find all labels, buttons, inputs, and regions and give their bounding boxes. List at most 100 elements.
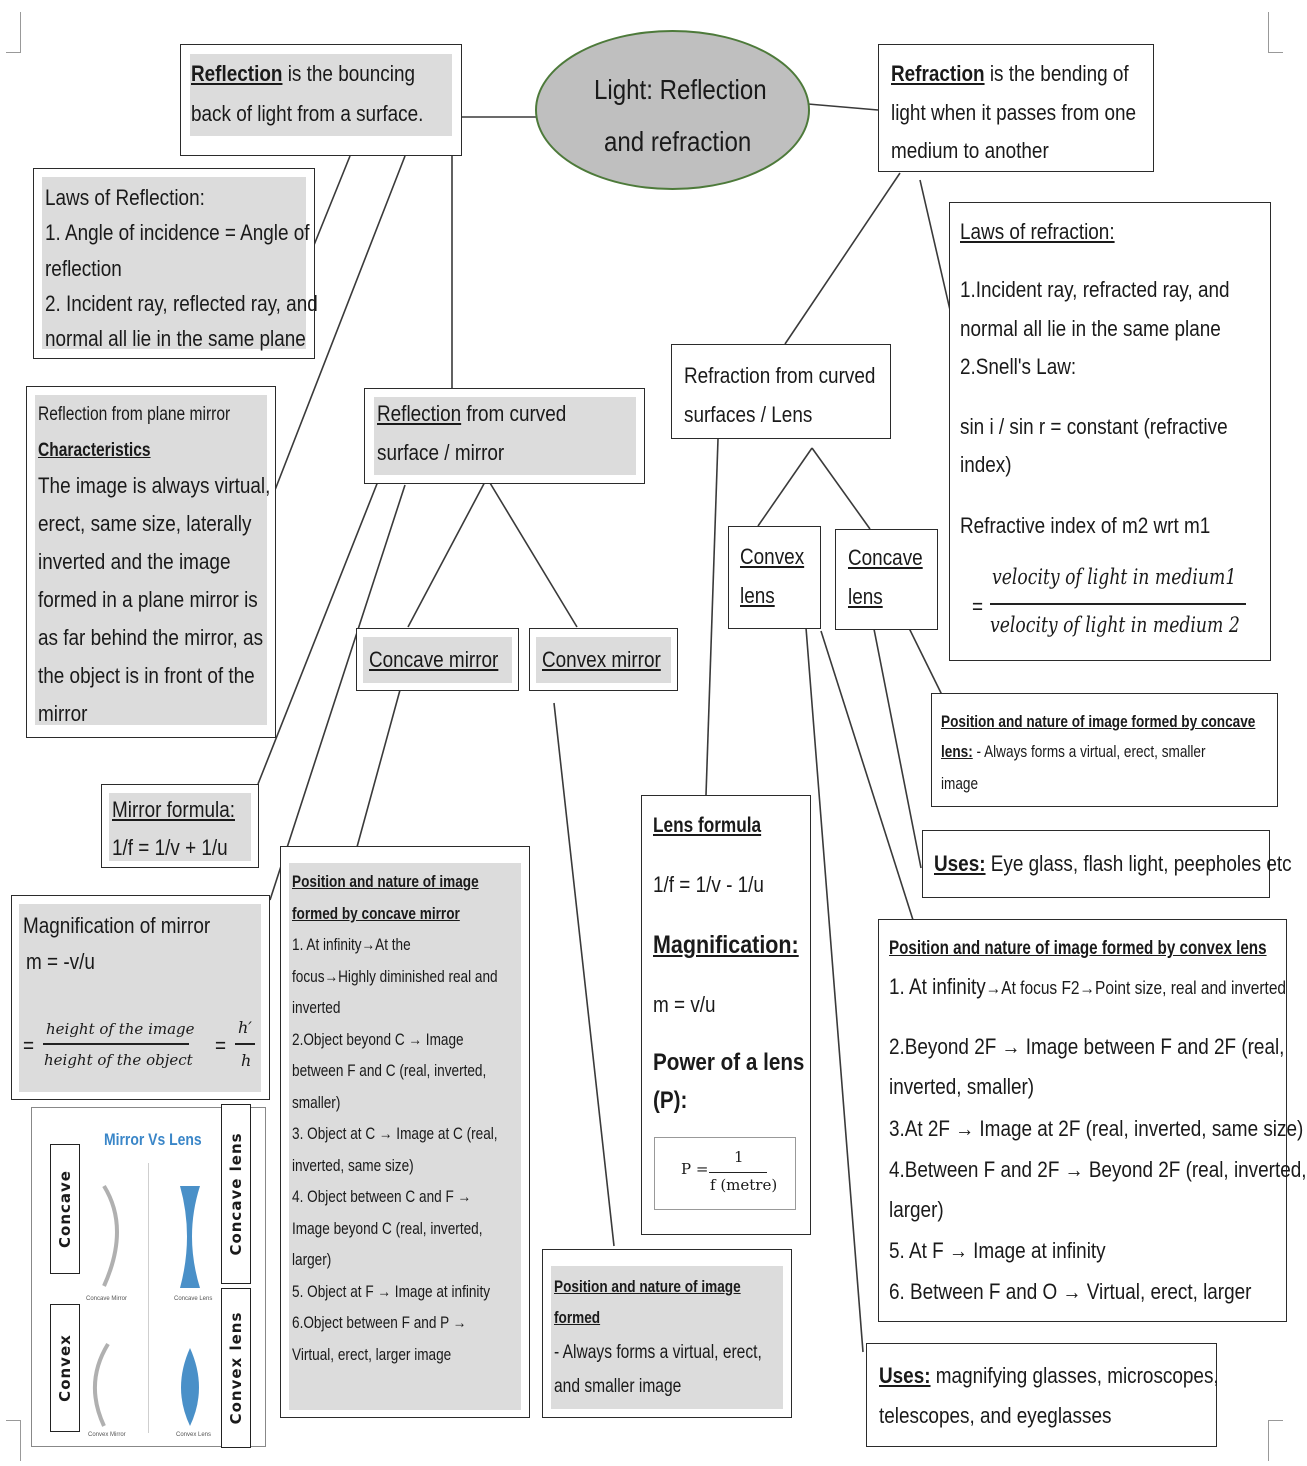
reflection-term: Reflection <box>191 61 283 86</box>
page-corner <box>6 1420 21 1461</box>
concave-mirror-image-line: larger) <box>292 1250 332 1269</box>
refraction-line2: light when it passes from one <box>891 100 1137 125</box>
lens-formula: Lens formula 1/f = 1/v - 1/u Magnificati… <box>641 795 811 1235</box>
concave-lens-node: Concave lens <box>835 529 938 630</box>
mirror-formula-title: Mirror formula: <box>112 797 235 822</box>
concave-mirror-image-line: focus→Highly diminished real and <box>292 967 498 986</box>
convex-lens-drawing <box>181 1348 199 1426</box>
lens-formula-title: Lens formula <box>653 814 762 837</box>
convex-mirror-image-formation: Position and nature of image formed - Al… <box>542 1249 792 1418</box>
plane-mirror-subtitle: Characteristics <box>38 440 151 461</box>
laws-of-reflection-line: 2. Incident ray, reflected ray, and <box>45 291 318 316</box>
plane-mirror-characteristics: Reflection from plane mirror Characteris… <box>26 386 276 738</box>
concave-mirror-image-line: 2.Object beyond C → Image <box>292 1030 464 1049</box>
plane-mirror-line: formed in a plane mirror is <box>38 587 258 612</box>
plane-mirror-line: as far behind the mirror, as <box>38 625 264 650</box>
lens-formula-expression: 1/f = 1/v - 1/u <box>653 872 764 897</box>
curved-mirror-line2: surface / mirror <box>377 440 505 465</box>
curved-mirror-node: Reflection from curved surface / mirror <box>364 388 645 484</box>
convex-lens-image-line: inverted, smaller) <box>889 1074 1035 1099</box>
curved-lens-line2: surfaces / Lens <box>684 402 813 427</box>
concave-mirror-image-title: Position and nature of image <box>292 872 479 891</box>
concave-lens-line1: Concave <box>848 545 923 570</box>
convex-mirror-label: Convex mirror <box>542 647 661 672</box>
label-convex: Convex <box>50 1304 80 1432</box>
convex-lens-node: Convex lens <box>728 526 821 629</box>
label-convex-lens: Convex lens <box>221 1288 251 1448</box>
plane-mirror-line: The image is always virtual, <box>38 473 271 498</box>
laws-of-reflection-line: reflection <box>45 256 122 281</box>
lens-magnification: m = v/u <box>653 992 716 1017</box>
central-topic: Light: Reflection and refraction <box>535 30 810 190</box>
refractive-index-numerator: velocity of light in medium1 <box>992 565 1237 589</box>
page-corner <box>6 12 21 53</box>
plane-mirror-line: erect, same size, laterally <box>38 511 252 536</box>
concave-mirror-image-line: 1. At infinity→At the <box>292 935 411 954</box>
curved-lens-line1: Refraction from curved <box>684 363 876 388</box>
reflection-definition: Reflection is the bouncing back of light… <box>180 44 462 156</box>
reflection-line2: back of light from a surface. <box>191 101 424 126</box>
concave-lens-uses: Uses: Eye glass, flash light, peepholes … <box>922 830 1292 898</box>
laws-of-refraction: Laws of refraction: 1.Incident ray, refr… <box>949 202 1271 661</box>
concave-mirror-image-line: inverted <box>292 998 341 1017</box>
concave-mirror-image-line: inverted, same size) <box>292 1156 414 1175</box>
convex-mirror-image-title: Position and nature of image <box>554 1277 741 1296</box>
concave-mirror-image-line: 3. Object at C → Image at C (real, <box>292 1124 498 1143</box>
concave-mirror-image-line: 6.Object between F and P → <box>292 1313 467 1332</box>
magnification-of-mirror: Magnification of mirror m = -v/u = heigh… <box>11 895 270 1100</box>
laws-of-reflection-line: normal all lie in the same plane <box>45 326 306 351</box>
magnification-title: Magnification of mirror <box>23 913 211 938</box>
concave-mirror-image-line: 5. Object at F → Image at infinity <box>292 1282 491 1301</box>
central-topic-line1: Light: Reflection <box>594 74 767 105</box>
label-concave: Concave <box>50 1144 80 1274</box>
concave-lens-image-formation: Position and nature of image formed by c… <box>931 693 1278 807</box>
convex-mirror-drawing <box>93 1342 110 1427</box>
convex-mirror-image-line: and smaller image <box>554 1376 682 1397</box>
curved-lens-node: Refraction from curved surfaces / Lens <box>671 344 891 439</box>
convex-lens-image-formation: Position and nature of image formed by c… <box>878 919 1307 1322</box>
concave-mirror-image-formation: Position and nature of image formed by c… <box>280 846 530 1418</box>
convex-lens-image-line: 6. Between F and O → Virtual, erect, lar… <box>889 1279 1252 1304</box>
laws-of-refraction-line: 2.Snell's Law: <box>960 354 1077 379</box>
concave-mirror-label: Concave mirror <box>369 647 499 672</box>
concave-mirror-image-line: between F and C (real, inverted, <box>292 1061 487 1080</box>
concave-lens-image-title: Position and nature of image formed by c… <box>941 712 1256 731</box>
convex-lens-image-title: Position and nature of image formed by c… <box>889 938 1267 959</box>
convex-mirror-image-line: - Always forms a virtual, erect, <box>554 1342 762 1363</box>
power-title: Power of a lens <box>653 1049 805 1076</box>
refraction-term: Refraction <box>891 61 985 86</box>
magnification-title: Magnification: <box>653 931 799 959</box>
plane-mirror-line: inverted and the image <box>38 549 231 574</box>
concave-mirror-node: Concave mirror <box>356 628 519 691</box>
label-concave-lens: Concave lens <box>221 1104 251 1284</box>
refraction-line3: medium to another <box>891 138 1049 163</box>
concave-mirror-drawing <box>102 1184 119 1287</box>
concave-mirror-image-line: smaller) <box>292 1093 341 1112</box>
plane-mirror-title: Reflection from plane mirror <box>38 404 231 425</box>
magnification-formula: m = -v/u <box>26 949 95 974</box>
convex-lens-image-line: 2.Beyond 2F → Image between F and 2F (re… <box>889 1034 1285 1059</box>
plane-mirror-line: mirror <box>38 701 88 726</box>
central-topic-line2: and refraction <box>604 126 752 157</box>
concave-lens-line2: lens <box>848 584 883 609</box>
mirror-vs-lens-figure: Mirror Vs Lens Concave Convex Concave le… <box>31 1104 266 1448</box>
convex-lens-uses: Uses: magnifying glasses, microscopes, t… <box>866 1343 1219 1447</box>
laws-of-reflection: Laws of Reflection: 1. Angle of incidenc… <box>33 168 318 359</box>
convex-lens-uses-line2: telescopes, and eyeglasses <box>879 1403 1112 1428</box>
concave-mirror-image-line: Image beyond C (real, inverted, <box>292 1219 483 1238</box>
snell-law: sin i / sin r = constant (refractive <box>960 414 1228 439</box>
laws-of-reflection-line: 1. Angle of incidence = Angle of <box>45 220 310 245</box>
refractive-index-denominator: velocity of light in medium 2 <box>990 613 1240 637</box>
convex-lens-line1: Convex <box>740 544 805 569</box>
laws-of-refraction-line: 1.Incident ray, refracted ray, and <box>960 277 1230 302</box>
laws-of-refraction-title: Laws of refraction: <box>960 219 1115 244</box>
concave-lens-drawing <box>180 1186 200 1288</box>
concave-mirror-image-line: 4. Object between C and F → <box>292 1187 472 1206</box>
laws-of-reflection-title: Laws of Reflection: <box>45 185 205 210</box>
refraction-definition: Refraction is the bending of light when … <box>878 44 1154 172</box>
convex-lens-image-line: larger) <box>889 1197 944 1222</box>
plane-mirror-line: the object is in front of the <box>38 663 255 688</box>
power-formula-box: P = 1 f (metre) <box>654 1137 796 1210</box>
convex-lens-image-line: 3.At 2F → Image at 2F (real, inverted, s… <box>889 1116 1304 1141</box>
optics-drawings <box>93 1184 200 1427</box>
